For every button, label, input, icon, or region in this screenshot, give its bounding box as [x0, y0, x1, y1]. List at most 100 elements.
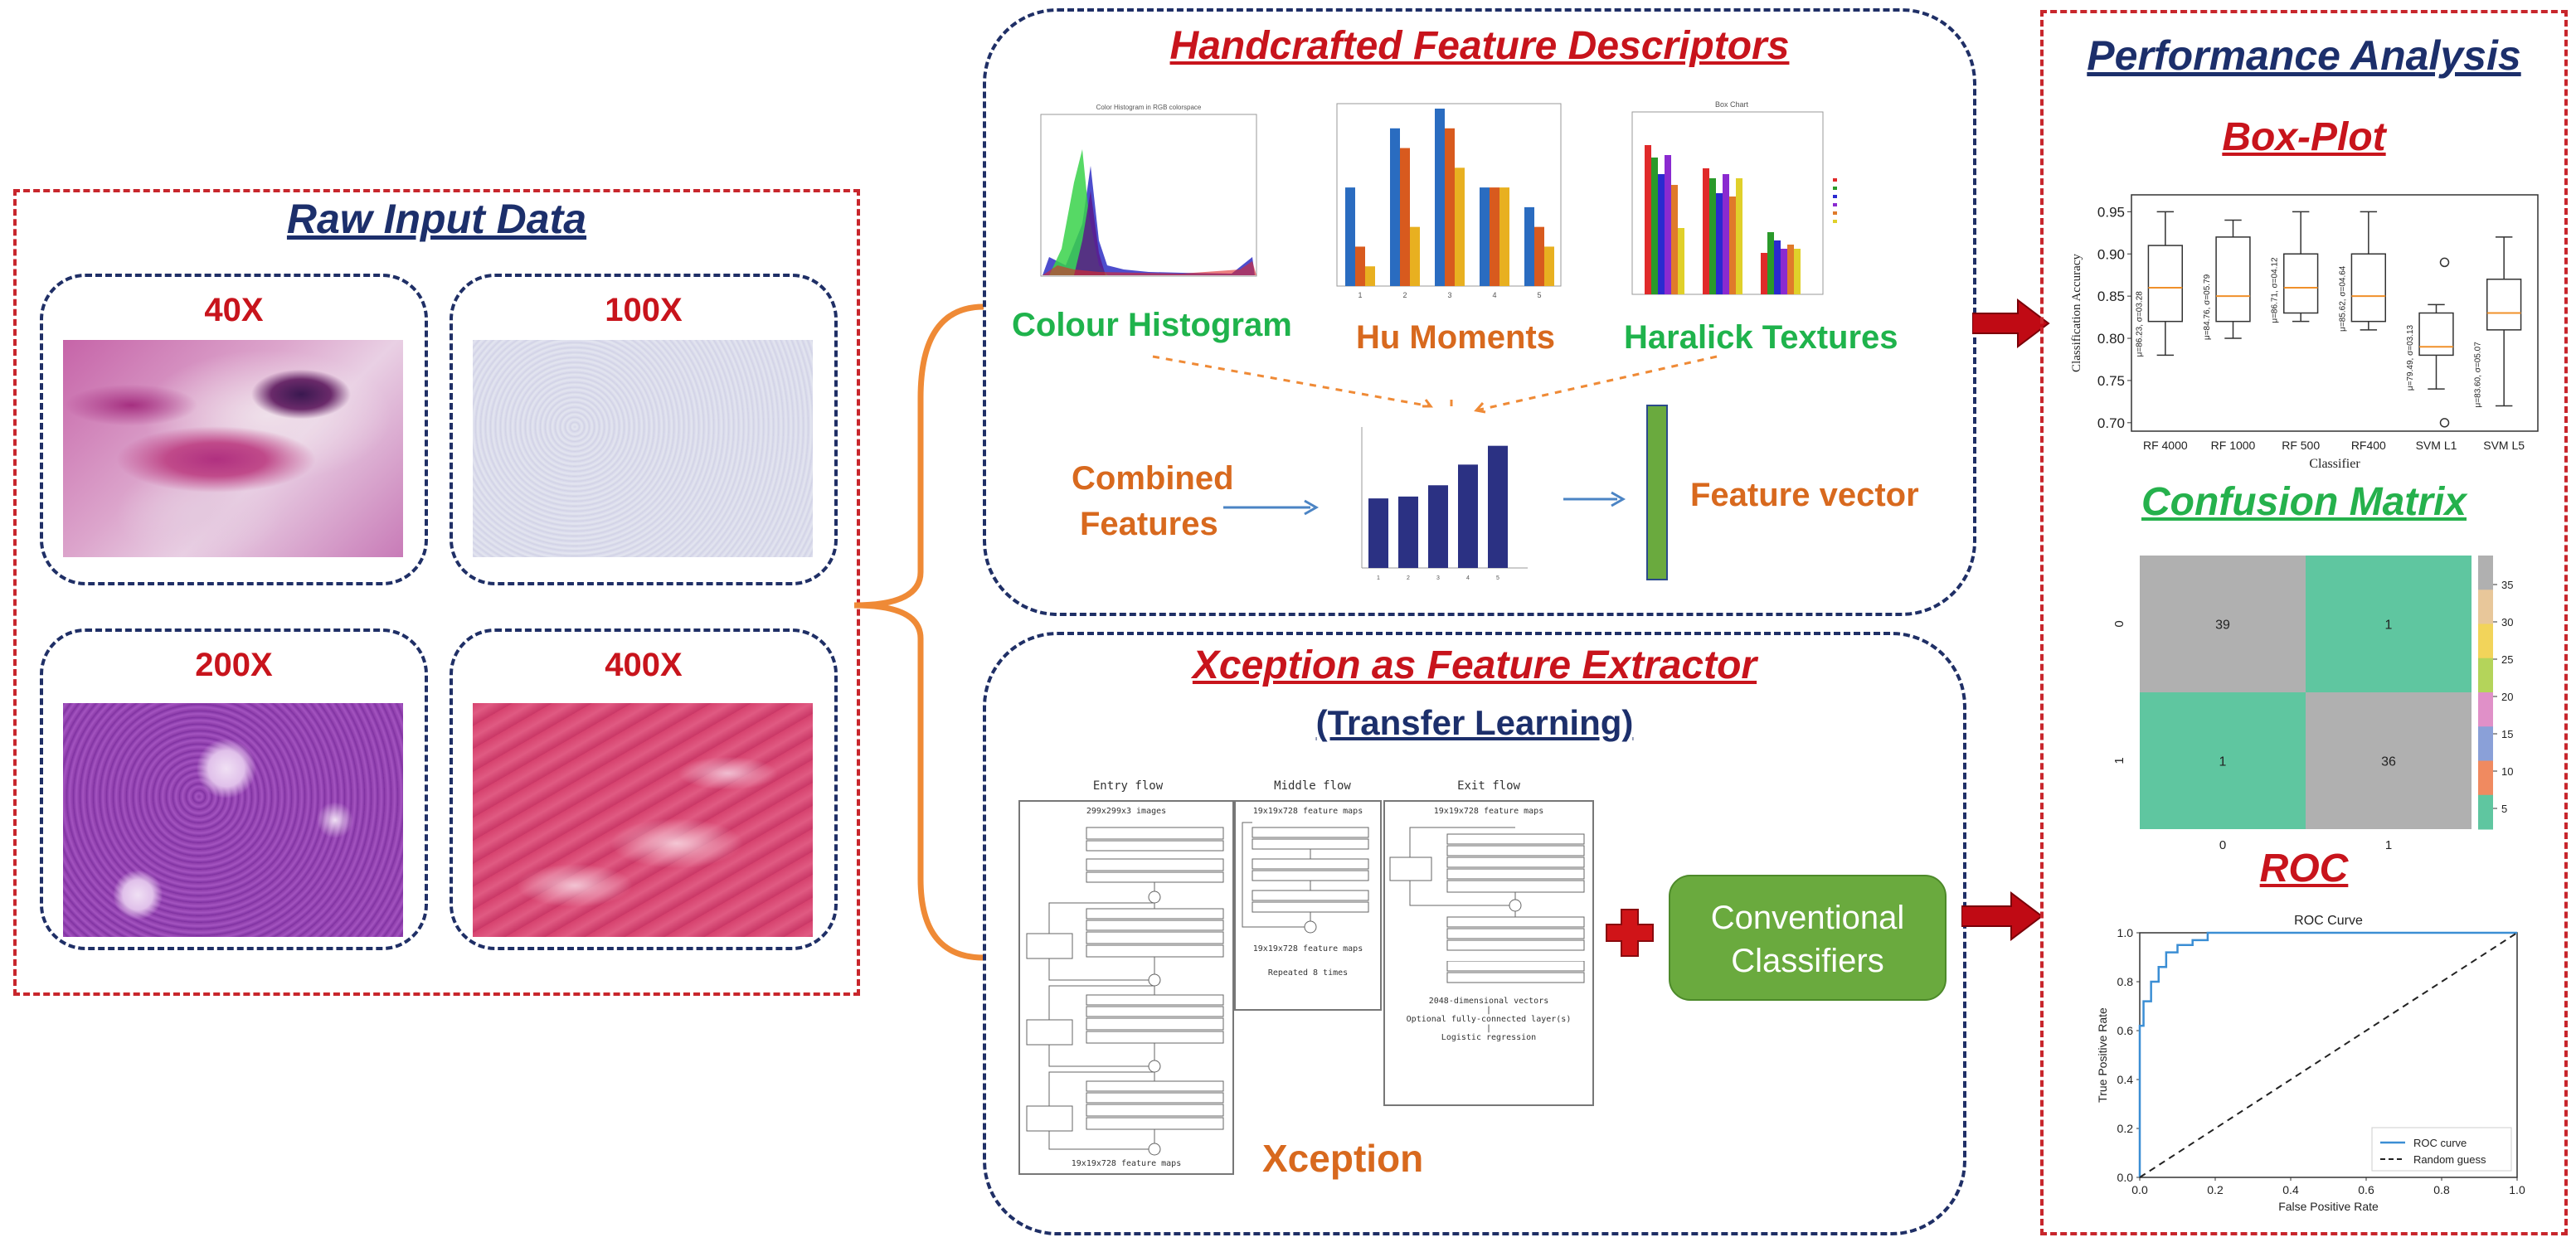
- confusion-matrix-title: Confusion Matrix: [2141, 480, 2467, 524]
- boxplot-box-4: [2418, 312, 2454, 357]
- confusion-colorbar-segment-4: [2478, 692, 2493, 727]
- confusion-cell-1-0: [2140, 692, 2306, 829]
- handcrafted-title: Handcrafted Feature Descriptors: [1169, 24, 1790, 68]
- middle-flow-title: Middle flow: [1274, 779, 1351, 793]
- middle-input: 19x19x728 feature maps: [1252, 807, 1363, 816]
- confusion-colorbar-label-4: 15: [2501, 728, 2513, 740]
- label-400x: 400X: [605, 647, 683, 683]
- confusion-colorbar-segment-5: [2478, 726, 2493, 761]
- confusion-cell-1-1: [2306, 692, 2472, 829]
- boxplot-box-3: [2350, 253, 2386, 323]
- confusion-row-label-1: 1: [2112, 757, 2126, 764]
- confusion-col-label-0: 0: [2219, 838, 2226, 852]
- combined-xtick-4: 5: [1496, 575, 1499, 581]
- hu-bar-1-1: [1400, 148, 1410, 286]
- combined-bar-1: [1398, 496, 1418, 568]
- hu-bar-4-2: [1544, 246, 1554, 286]
- handcrafted-panel: [983, 8, 1976, 616]
- combined-features-label-1: Combined: [1072, 460, 1234, 497]
- roc-ytick-label-5: 1.0: [2117, 926, 2134, 939]
- boxplot-ylabel: Classification Accuracy: [2070, 254, 2083, 372]
- hu-bar-3-1: [1490, 187, 1499, 286]
- boxplot-box-2: [2283, 253, 2319, 314]
- plus-icon: [1606, 909, 1654, 957]
- boxplot-annotation-1: μ=84.76, σ=05.79: [2203, 274, 2212, 340]
- conventional-classifiers-box: Conventional Classifiers: [1669, 875, 1947, 1001]
- haralick-chart-title: Box Chart: [1715, 100, 1749, 109]
- roc-chart-title: ROC Curve: [2294, 914, 2363, 928]
- combined-xtick-3: 4: [1466, 575, 1470, 581]
- boxplot-ytick-label-1: 0.75: [2097, 373, 2125, 389]
- raw-input-panel: [13, 189, 860, 996]
- tile-40x: [40, 274, 428, 585]
- hu-bar-1-2: [1410, 226, 1420, 286]
- entry-output: 19x19x728 feature maps: [1071, 1159, 1182, 1168]
- boxplot-annotation-0: μ=86.23, σ=03.28: [2135, 291, 2144, 357]
- exit-vectors: 2048-dimensional vectors: [1428, 997, 1549, 1006]
- combined-xtick-0: 1: [1377, 575, 1380, 581]
- performance-panel: [2040, 10, 2568, 1235]
- exit-input: 19x19x728 feature maps: [1433, 807, 1544, 816]
- hu-bar-4-0: [1524, 206, 1534, 286]
- label-100x: 100X: [605, 292, 683, 328]
- random-guess-line: [2139, 932, 2518, 1178]
- roc-xtick-label-1: 0.2: [2207, 1183, 2224, 1196]
- confusion-colorbar-segment-6: [2478, 760, 2493, 796]
- hu-xtick-2: 3: [1447, 291, 1451, 299]
- entry-input: 299x299x3 images: [1086, 807, 1167, 816]
- boxplot-annotation-3: μ=85.62, σ=04.64: [2338, 265, 2347, 332]
- arrow-to-performance-top: [1972, 298, 2050, 348]
- random-legend-label: Random guess: [2413, 1153, 2486, 1166]
- roc-xtick-label-5: 1.0: [2509, 1183, 2525, 1196]
- hu-xtick-4: 5: [1537, 291, 1541, 299]
- feature-vector-label: Feature vector: [1690, 477, 1919, 513]
- exit-sep-2: |: [1485, 1024, 1492, 1033]
- middle-blocks: [1242, 822, 1369, 934]
- boxplot-box-1: [2215, 236, 2251, 323]
- confusion-colorbar-label-2: 25: [2501, 653, 2513, 666]
- boxplot-category-5: SVM L5: [2483, 439, 2525, 452]
- hu-moments-label: Hu Moments: [1356, 319, 1555, 356]
- tile-400x: [450, 628, 838, 950]
- xception-panel: [983, 632, 1966, 1235]
- confusion-colorbar-label-5: 10: [2501, 765, 2513, 778]
- confusion-col-label-1: 1: [2385, 838, 2392, 852]
- middle-repeat: Repeated 8 times: [1267, 968, 1349, 978]
- hu-bar-1-0: [1390, 128, 1400, 286]
- middle-output: 19x19x728 feature maps: [1252, 944, 1363, 954]
- roc-xtick-label-3: 0.6: [2358, 1183, 2374, 1196]
- confusion-colorbar-segment-0: [2478, 556, 2493, 590]
- xception-subtitle: (Transfer Learning): [1315, 703, 1634, 742]
- roc-ytick-label-2: 0.4: [2117, 1073, 2134, 1086]
- boxplot-ytick-label-5: 0.95: [2097, 204, 2125, 220]
- hu-bar-0-0: [1345, 187, 1355, 286]
- roc-xtick-label-2: 0.4: [2282, 1183, 2299, 1196]
- hu-xtick-1: 2: [1402, 291, 1407, 299]
- colour-histogram-label: Colour Histogram: [1012, 307, 1292, 343]
- exit-logistic: Logistic regression: [1441, 1033, 1537, 1042]
- hu-bar-0-2: [1365, 266, 1375, 286]
- confusion-colorbar-label-3: 20: [2501, 691, 2513, 703]
- entry-blocks: [1026, 827, 1224, 1156]
- label-200x: 200X: [195, 647, 273, 683]
- exit-blocks: [1389, 827, 1585, 951]
- roc-title: ROC: [2259, 847, 2349, 890]
- boxplot-xlabel: Classifier: [2309, 457, 2360, 471]
- haralick-label: Haralick Textures: [1624, 319, 1898, 356]
- converging-arrows: [1152, 355, 1718, 414]
- confusion-colorbar-segment-1: [2478, 590, 2493, 624]
- boxplot-category-4: SVM L1: [2416, 439, 2457, 452]
- entry-flow-diagram: 299x299x3 images 19x19x728 feature maps: [1018, 800, 1234, 1175]
- boxplot-outlier-1: [2439, 257, 2450, 268]
- roc-ytick-label-1: 0.2: [2117, 1122, 2134, 1135]
- combined-bar-2: [1428, 485, 1448, 568]
- hu-xtick-0: 1: [1358, 291, 1362, 299]
- boxplot-ytick-label-4: 0.90: [2097, 246, 2125, 262]
- combined-xtick-2: 3: [1436, 575, 1440, 581]
- boxplot-annotation-2: μ=86.71, σ=04.12: [2271, 257, 2280, 323]
- colour-histogram-chart-title: Color Histogram in RGB colorspace: [1096, 104, 1202, 111]
- exit-optional: Optional fully-connected layer(s): [1406, 1015, 1572, 1024]
